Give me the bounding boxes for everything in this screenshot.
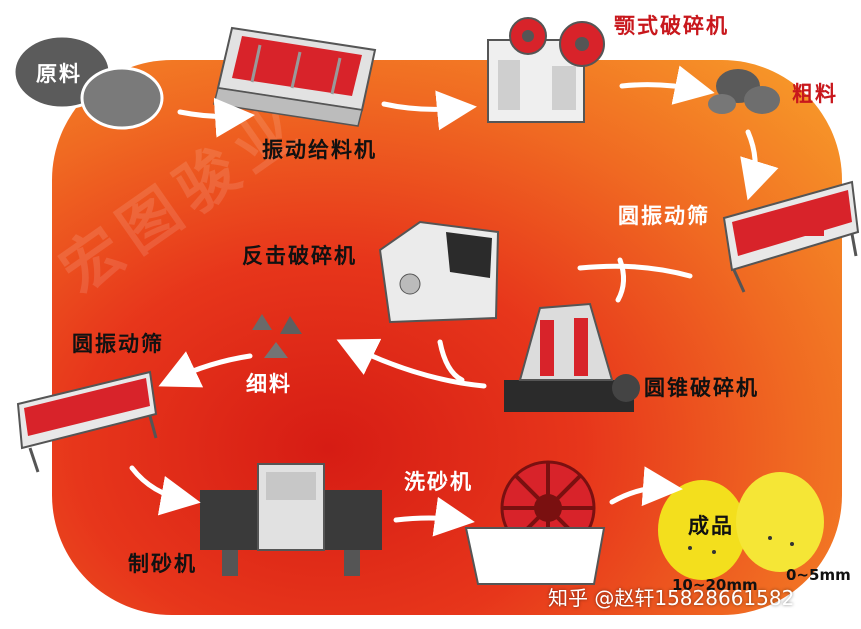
label-raw-material: 原料: [36, 62, 82, 86]
arrow-raw-to-feeder: [177, 97, 255, 138]
arrow-screen-to-sandmaker: [129, 465, 201, 516]
sand-maker-machine: [200, 463, 382, 576]
credit-watermark: 知乎 @赵轩15828661582: [548, 586, 795, 610]
jaw-crusher-machine: [487, 17, 605, 123]
label-size-coarse: 10~20mm: [672, 576, 758, 594]
coarse-stones: [708, 69, 780, 114]
label-fine-material: 细料: [246, 372, 292, 396]
arrow-impact-join: [437, 339, 465, 383]
label-jaw-crusher: 颚式破碎机: [614, 14, 729, 38]
impact-crusher-machine: [378, 220, 500, 324]
label-sand-maker: 制砂机: [128, 552, 197, 576]
label-coarse-material: 粗料: [792, 82, 838, 106]
arrow-jaw-to-coarse: [619, 65, 715, 105]
arrow-fine-to-screen: [158, 351, 253, 388]
arrow-screen-to-cone: [615, 257, 626, 303]
arrow-coarse-to-screen: [740, 129, 779, 201]
vibrating-feeder-machine: [213, 26, 377, 127]
finished-product-piles: [658, 472, 824, 580]
label-sand-washer: 洗砂机: [404, 470, 473, 494]
arrow-screen-return: [577, 263, 693, 279]
label-finished-product: 成品: [688, 514, 734, 538]
raw-material-stones: [12, 34, 164, 130]
label-vibrating-feeder: 振动给料机: [262, 138, 377, 162]
circular-screen-top-machine: [722, 180, 860, 293]
label-cone-crusher: 圆锥破碎机: [644, 376, 759, 400]
label-circular-screen-left: 圆振动筛: [72, 332, 164, 356]
arrow-sandmaker-to-washer: [393, 496, 475, 537]
arrow-feeder-to-jaw: [381, 90, 477, 131]
sand-washer-machine: [464, 460, 606, 585]
circular-screen-left-machine: [16, 370, 158, 473]
label-circular-screen-top: 圆振动筛: [618, 204, 710, 228]
fine-stones: [252, 314, 302, 358]
flow-arrows: [129, 65, 779, 537]
arrow-to-fine: [336, 338, 487, 389]
cone-crusher-machine: [504, 302, 640, 412]
label-impact-crusher: 反击破碎机: [242, 244, 357, 268]
label-size-fine: 0~5mm: [786, 566, 851, 584]
arrow-washer-to-product: [609, 466, 683, 507]
